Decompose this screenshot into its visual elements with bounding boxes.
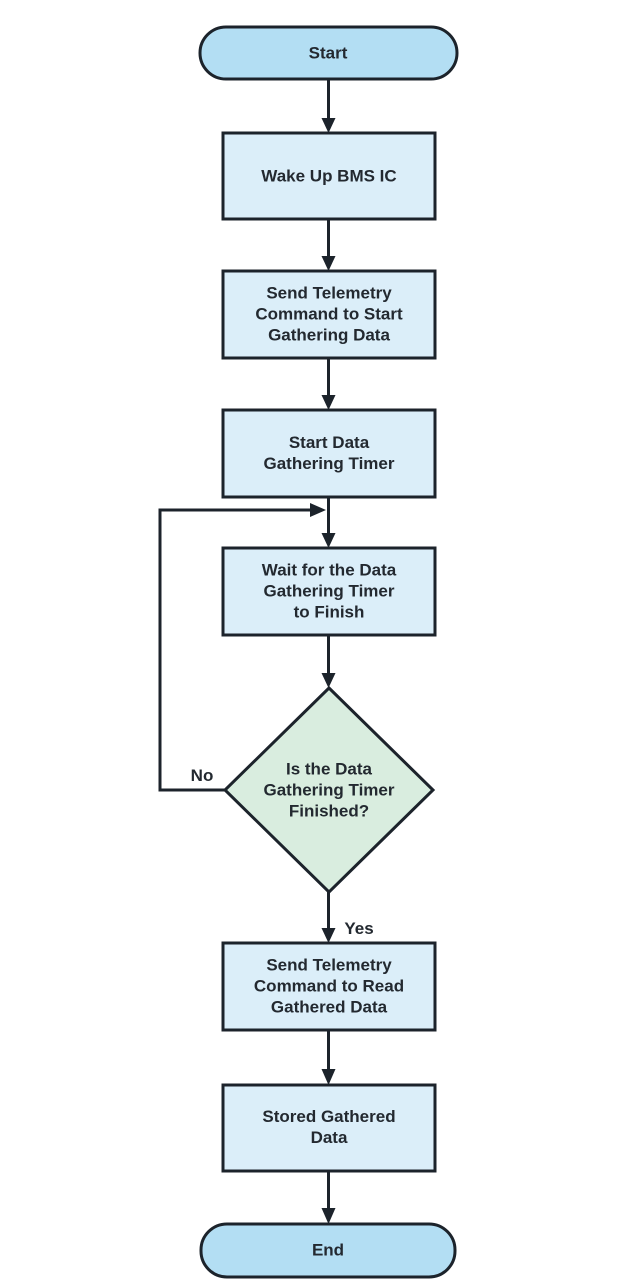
timer-finished-decision-shape <box>222 685 436 895</box>
edge-start-to-wakeup <box>321 79 336 133</box>
edge-decision-yes-to-sendread <box>321 892 336 943</box>
stored-data-process-shape <box>221 1083 437 1173</box>
edge-wait-to-decision <box>321 635 336 688</box>
edge-label-no: No <box>190 766 214 785</box>
edge-wakeup-to-sendstart <box>321 219 336 271</box>
edge-stored-to-end <box>321 1171 336 1224</box>
start-timer-process-shape <box>221 408 437 499</box>
start-terminator-shape <box>198 25 459 81</box>
edge-sendread-to-stored <box>321 1030 336 1085</box>
wake-up-process-shape <box>221 131 437 221</box>
edge-sendstart-to-starttimer <box>321 358 336 410</box>
edge-no-loopback <box>158 503 326 792</box>
send-start-cmd-process-shape <box>221 269 437 360</box>
end-terminator-shape <box>199 1222 457 1279</box>
edge-starttimer-to-wait <box>321 497 336 548</box>
wait-timer-process-shape <box>221 546 437 637</box>
send-read-cmd-process-shape <box>221 941 437 1032</box>
edge-label-yes: Yes <box>344 919 374 938</box>
